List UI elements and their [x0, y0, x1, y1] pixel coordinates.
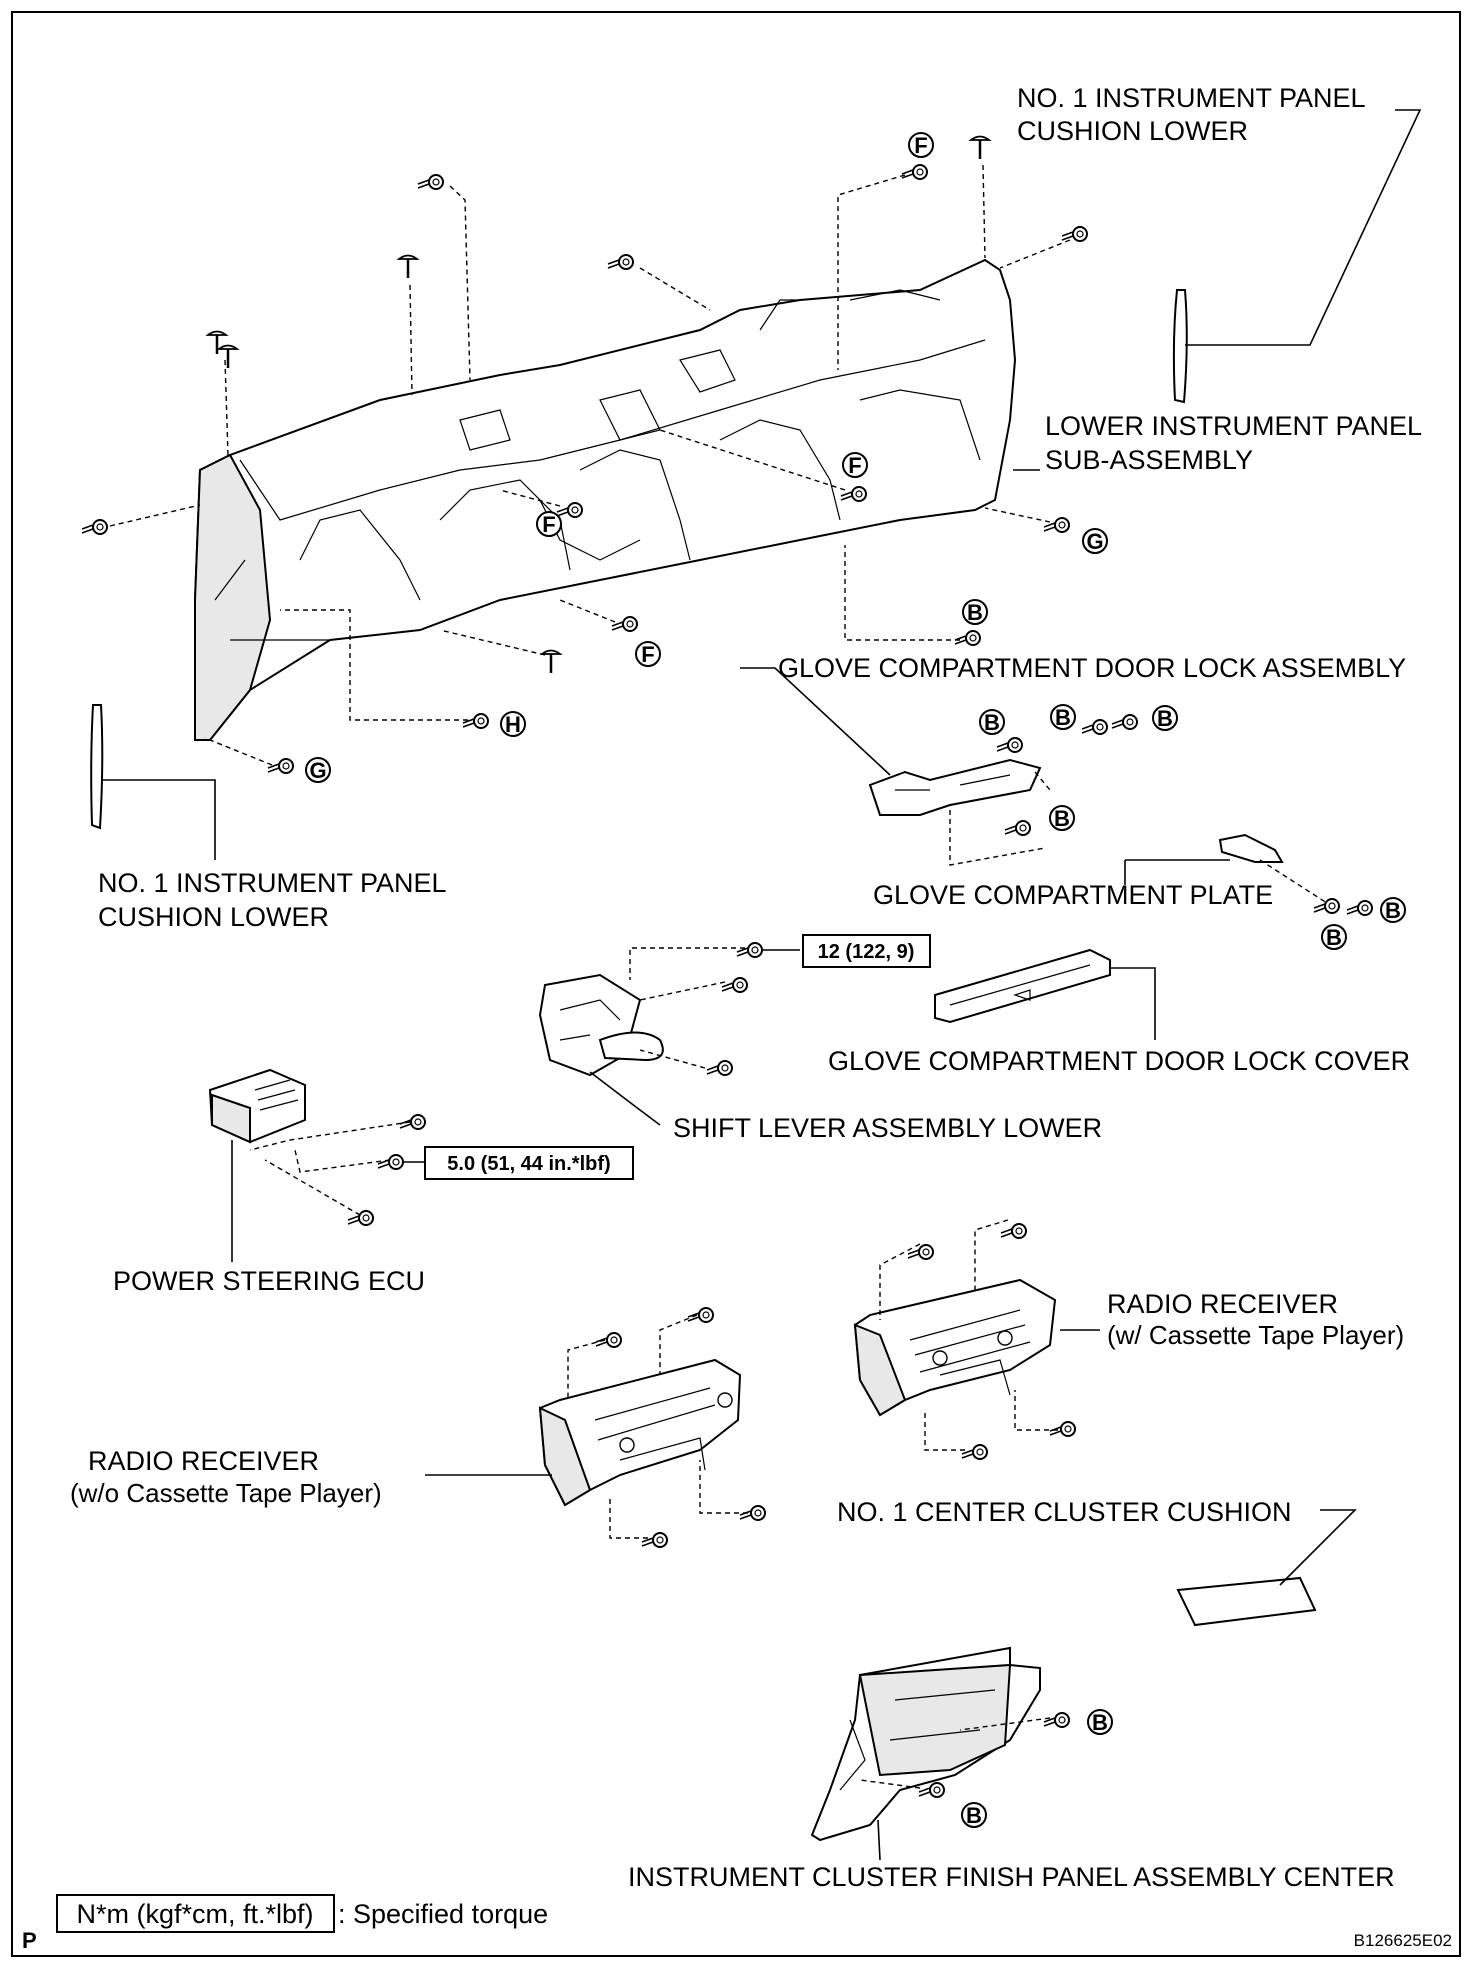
label-glove-plate: GLOVE COMPARTMENT PLATE: [873, 880, 1273, 910]
svg-text:B: B: [1092, 1710, 1108, 1735]
label-radio-without-1: RADIO RECEIVER: [88, 1446, 319, 1476]
mark-B-4: B: [1152, 705, 1178, 731]
mark-F-2: F: [842, 452, 868, 478]
label-lower-panel-1: LOWER INSTRUMENT PANEL: [1045, 411, 1422, 441]
mark-G-1: G: [1082, 528, 1108, 554]
power-steering-ecu: [208, 1068, 425, 1262]
svg-text:F: F: [914, 133, 927, 158]
corner-letter: P: [22, 1928, 37, 1953]
door-lock-assembly: [740, 667, 1051, 866]
svg-text:B: B: [984, 710, 1000, 735]
glove-plate: [1124, 833, 1331, 906]
label-cushion-lower-right-1: NO. 1 INSTRUMENT PANEL: [1017, 83, 1366, 113]
label-cushion-lower-left-2: CUSHION LOWER: [98, 902, 329, 932]
label-door-lock-assembly: GLOVE COMPARTMENT DOOR LOCK ASSEMBLY: [778, 653, 1406, 683]
mark-B-1: B: [962, 599, 988, 625]
torque-shift-lever: 12 (122, 9): [818, 941, 915, 963]
label-cushion-lower-right-2: CUSHION LOWER: [1017, 116, 1248, 146]
svg-text:F: F: [848, 453, 861, 478]
torque-box-ecu: [424, 1146, 634, 1180]
label-shift-lever: SHIFT LEVER ASSEMBLY LOWER: [673, 1113, 1102, 1143]
shift-lever: [538, 947, 800, 1126]
mark-B-6: B: [1380, 897, 1406, 923]
torque-box-shift-lever: [802, 934, 931, 968]
label-finish-panel: INSTRUMENT CLUSTER FINISH PANEL ASSEMBLY…: [628, 1862, 1395, 1892]
label-door-lock-cover: GLOVE COMPARTMENT DOOR LOCK COVER: [828, 1046, 1410, 1076]
mark-F-3: F: [536, 511, 562, 537]
finish-panel: [810, 1646, 1051, 1861]
cushion-lower-left: [90, 704, 216, 860]
center-cluster-cushion: [1176, 1509, 1357, 1627]
svg-text:B: B: [1055, 705, 1071, 730]
door-lock-cover: [934, 948, 1156, 1040]
mark-B-3: B: [1050, 704, 1076, 730]
svg-text:B: B: [1385, 898, 1401, 923]
svg-text:G: G: [309, 758, 326, 783]
svg-text:F: F: [542, 512, 555, 537]
mark-F-1: F: [908, 132, 934, 158]
svg-text:B: B: [1326, 925, 1342, 950]
label-power-steering-ecu: POWER STEERING ECU: [113, 1266, 425, 1296]
svg-text:B: B: [967, 600, 983, 625]
mark-B-2: B: [979, 709, 1005, 735]
svg-text:G: G: [1086, 529, 1103, 554]
mark-G-2: G: [305, 757, 331, 783]
panel-fasteners: [81, 135, 1088, 774]
label-radio-with-1: RADIO RECEIVER: [1107, 1289, 1338, 1319]
svg-text:F: F: [641, 642, 654, 667]
mark-H-1: H: [500, 711, 526, 737]
label-center-cluster-cushion: NO. 1 CENTER CLUSTER CUSHION: [837, 1497, 1292, 1527]
legend-unit-text: : Specified torque: [338, 1899, 548, 1929]
fastener-marks: F F F F G G H B B B B B B B B B: [305, 132, 1406, 1828]
label-radio-without-2: (w/o Cassette Tape Player): [70, 1478, 382, 1508]
figure-code: B126625E02: [1354, 1931, 1452, 1950]
radio-without-cassette: [425, 1314, 748, 1539]
cushion-lower-right: [1172, 109, 1422, 404]
lower-instrument-panel: [194, 258, 1017, 741]
torque-legend: N*m (kgf*cm, ft.*lbf) : Specified torque: [56, 1894, 548, 1933]
label-radio-with-2: (w/ Cassette Tape Player): [1107, 1320, 1404, 1350]
mark-B-5: B: [1049, 805, 1075, 831]
torque-ecu: 5.0 (51, 44 in.*lbf): [447, 1153, 610, 1175]
svg-text:B: B: [1054, 806, 1070, 831]
frame: [11, 11, 1461, 1957]
radio-with-cassette: [853, 1219, 1100, 1451]
svg-text:H: H: [505, 712, 521, 737]
label-lower-panel-2: SUB-ASSEMBLY: [1045, 445, 1253, 475]
svg-text:B: B: [1157, 706, 1173, 731]
mark-B-8: B: [1087, 1709, 1113, 1735]
mark-B-9: B: [961, 1802, 987, 1828]
legend-unit-box: N*m (kgf*cm, ft.*lbf): [76, 1899, 313, 1929]
svg-text:B: B: [966, 1803, 982, 1828]
mark-F-4: F: [635, 641, 661, 667]
mark-B-7: B: [1321, 924, 1347, 950]
label-cushion-lower-left-1: NO. 1 INSTRUMENT PANEL: [98, 868, 447, 898]
